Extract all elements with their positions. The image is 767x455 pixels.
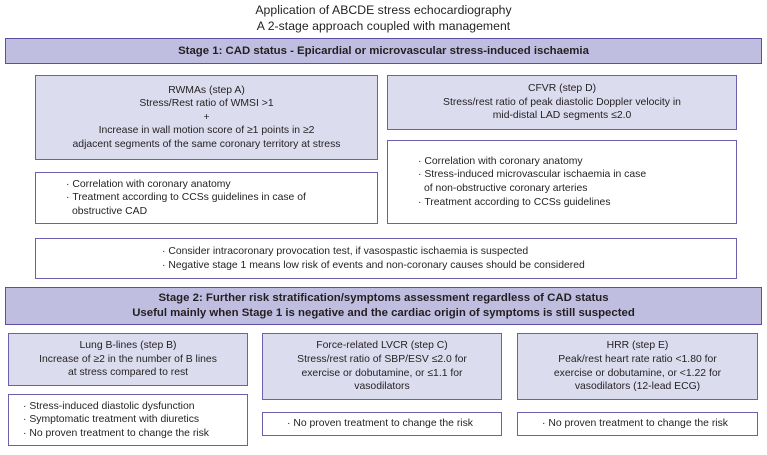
cfvr-management-bullet-2-cont: of non-obstructive coronary arteries: [424, 183, 588, 194]
stage-2-header: Stage 2: Further risk stratification/sym…: [5, 287, 762, 325]
lvcr-line-2: Stress/rest ratio of SBP/ESV ≤2.0 for: [297, 353, 467, 365]
lung-management-bullet-1: Stress-induced diastolic dysfunction: [9, 400, 247, 414]
cfvr-management-bullet-2: Stress-induced microvascular ischaemia i…: [388, 168, 736, 182]
cfvr-management-box: Correlation with coronary anatomy Stress…: [387, 140, 737, 224]
lvcr-step-c-box: Force-related LVCR (step C) Stress/rest …: [262, 333, 502, 400]
cfvr-line-3: mid-distal LAD segments ≤2.0: [492, 110, 632, 122]
cfvr-management-bullet-3: Treatment according to CCSs guidelines: [388, 196, 736, 210]
rwma-line-2: Stress/Rest ratio of WMSI >1: [139, 98, 274, 110]
title-line-1: Application of ABCDE stress echocardiogr…: [255, 3, 512, 17]
stage-1-footer-box: Consider intracoronary provocation test,…: [35, 238, 737, 279]
diagram-title: Application of ABCDE stress echocardiogr…: [0, 2, 767, 34]
lung-line-3: at stress compared to rest: [67, 367, 189, 379]
lung-management-bullet-3: No proven treatment to change the risk: [9, 427, 247, 441]
lvcr-line-3: exercise or dobutamine, or ≤1.1 for: [301, 367, 463, 379]
stage-1-header: Stage 1: CAD status - Epicardial or micr…: [5, 38, 762, 64]
lvcr-line-4: vasodilators: [354, 381, 410, 393]
lung-management-box: Stress-induced diastolic dysfunction Sym…: [8, 394, 248, 446]
cfvr-management-bullet-1: Correlation with coronary anatomy: [388, 155, 736, 169]
hrr-line-4: vasodilators (12-lead ECG): [574, 381, 701, 393]
lung-line-2: Increase of ≥2 in the number of B lines: [39, 353, 217, 365]
stage-1-header-line-1: Stage 1: CAD status - Epicardial or micr…: [178, 44, 589, 57]
stage-2-header-line-1: Stage 2: Further risk stratification/sym…: [158, 292, 609, 304]
lvcr-management-bullet-1: No proven treatment to change the risk: [263, 417, 501, 431]
hrr-management-bullet-1: No proven treatment to change the risk: [518, 417, 757, 431]
hrr-line-2: Peak/rest heart rate ratio <1.80 for: [558, 353, 717, 365]
rwma-management-bullet-2: Treatment according to CCSs guidelines i…: [36, 191, 377, 205]
hrr-management-box: No proven treatment to change the risk: [517, 412, 758, 436]
cfvr-line-1: CFVR (step D): [527, 83, 597, 95]
rwma-step-a-box: RWMAs (step A) Stress/Rest ratio of WMSI…: [35, 75, 378, 160]
stage-2-header-line-2: Useful mainly when Stage 1 is negative a…: [132, 307, 635, 319]
lung-line-1: Lung B-lines (step B): [79, 340, 177, 352]
cfvr-line-2: Stress/rest ratio of peak diastolic Dopp…: [443, 96, 681, 108]
hrr-line-3: exercise or dobutamine, or <1.22 for: [553, 367, 722, 379]
rwma-line-1: RWMAs (step A): [168, 84, 245, 96]
title-line-2: A 2-stage approach coupled with manageme…: [256, 19, 511, 33]
lvcr-management-box: No proven treatment to change the risk: [262, 412, 502, 436]
rwma-line-5: adjacent segments of the same coronary t…: [72, 138, 341, 150]
rwma-management-box: Correlation with coronary anatomy Treatm…: [35, 172, 378, 224]
lvcr-line-1: Force-related LVCR (step C): [316, 340, 448, 352]
hrr-line-1: HRR (step E): [606, 340, 669, 352]
lung-b-lines-step-b-box: Lung B-lines (step B) Increase of ≥2 in …: [8, 333, 248, 386]
hrr-step-e-box: HRR (step E) Peak/rest heart rate ratio …: [517, 333, 758, 400]
lung-management-bullet-2: Symptomatic treatment with diuretics: [9, 413, 247, 427]
cfvr-step-d-box: CFVR (step D) Stress/rest ratio of peak …: [387, 75, 737, 130]
rwma-line-3: +: [203, 111, 210, 123]
stage-1-footer-bullet-2: Negative stage 1 means low risk of event…: [36, 259, 736, 273]
rwma-management-bullet-2-cont: obstructive CAD: [72, 205, 148, 217]
rwma-line-4: Increase in wall motion score of ≥1 poin…: [98, 125, 315, 137]
rwma-management-bullet-1: Correlation with coronary anatomy: [36, 178, 377, 192]
stage-1-footer-bullet-1: Consider intracoronary provocation test,…: [36, 245, 736, 259]
